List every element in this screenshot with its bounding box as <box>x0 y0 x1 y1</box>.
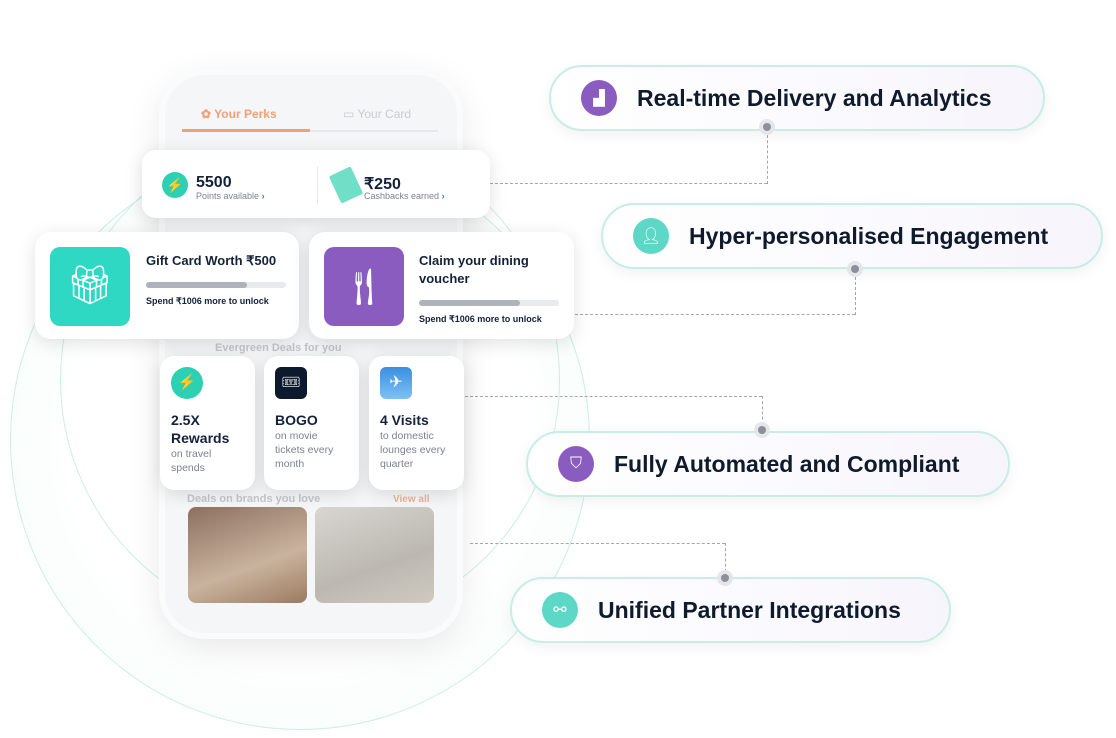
tab-your-perks[interactable]: ✿ Your Perks <box>201 107 277 121</box>
deal-title: BOGO <box>275 412 318 428</box>
fork-knife-icon: 🍴︎ <box>324 247 404 326</box>
airplane-icon: ✈ <box>380 367 412 399</box>
feature-label: Unified Partner Integrations <box>598 596 901 623</box>
deal-card[interactable]: ✈ 4 Visits to domestic lounges every qua… <box>369 356 464 490</box>
reward-card-gift[interactable]: 🎁︎ Gift Card Worth ₹500 Spend ₹1006 more… <box>35 232 299 339</box>
reward-title: Gift Card Worth ₹500 <box>146 253 277 268</box>
deal-title: 4 Visits <box>380 412 429 428</box>
feature-label: Hyper-personalised Engagement <box>689 222 1049 249</box>
deal-subtitle: on movie tickets every month <box>275 430 334 470</box>
lightning-icon: ⚡ <box>162 172 188 198</box>
connector-line <box>575 314 855 315</box>
shield-search-icon: ⛉ <box>558 446 594 482</box>
connector-line <box>490 183 767 184</box>
brand-image-furniture[interactable] <box>315 507 434 603</box>
reward-title: Claim your dining voucher <box>419 253 529 286</box>
points-value: 5500 <box>196 174 232 191</box>
section-title-evergreen: Evergreen Deals for you <box>215 342 342 354</box>
deal-title: 2.5X Rewards <box>171 412 230 446</box>
brand-image-coffee[interactable] <box>188 507 307 603</box>
connector-line <box>725 543 726 577</box>
cashback-link[interactable]: Cashbacks earned › <box>364 191 445 201</box>
stats-card: ⚡ 5500 Points available › ₹250 Cashbacks… <box>142 150 490 218</box>
deal-card[interactable]: 🎟︎ BOGO on movie tickets every month <box>264 356 359 490</box>
divider <box>317 166 318 204</box>
feature-pill-integrations: ⚯ Unified Partner Integrations <box>510 577 951 643</box>
user-icon: 👤︎ <box>633 218 669 254</box>
plug-icon: ⚯ <box>542 592 578 628</box>
reward-progress <box>146 282 286 288</box>
tab-divider <box>310 130 438 132</box>
reward-note: Spend ₹1006 more to unlock <box>419 314 542 324</box>
connector-dot <box>717 570 733 586</box>
deal-subtitle: on travel spends <box>171 448 212 474</box>
ticket-icon: 🎟︎ <box>275 367 307 399</box>
connector-dot <box>847 261 863 277</box>
section-title-brands: Deals on brands you love <box>187 493 321 505</box>
feature-label: Real-time Delivery and Analytics <box>637 84 992 111</box>
cashback-label: Cashbacks earned <box>364 191 440 201</box>
connector-line <box>470 543 725 544</box>
deal-subtitle: to domestic lounges every quarter <box>380 430 446 470</box>
view-all-link[interactable]: View all <box>393 494 430 505</box>
progress-fill <box>146 282 247 288</box>
feature-pill-engagement: 👤︎ Hyper-personalised Engagement <box>601 203 1103 269</box>
gift-icon: 🎁︎ <box>50 247 130 326</box>
connector-line <box>855 272 856 315</box>
progress-fill <box>419 300 520 306</box>
reward-note: Spend ₹1006 more to unlock <box>146 296 269 306</box>
active-tab-indicator <box>182 129 310 132</box>
connector-dot <box>759 119 775 135</box>
reward-card-dining[interactable]: 🍴︎ Claim your dining voucher Spend ₹1006… <box>309 232 574 339</box>
lightning-icon: ⚡ <box>171 367 203 399</box>
feature-pill-compliance: ⛉ Fully Automated and Compliant <box>526 431 1010 497</box>
connector-line <box>465 396 762 397</box>
connector-line <box>762 396 763 430</box>
tab-label: Your Perks <box>214 107 277 121</box>
points-label: Points available <box>196 191 260 201</box>
analytics-icon: ▟ <box>581 80 617 116</box>
points-link[interactable]: Points available › <box>196 191 265 201</box>
cash-icon <box>328 166 364 204</box>
feature-label: Fully Automated and Compliant <box>614 450 960 477</box>
tab-your-card[interactable]: ▭ Your Card <box>343 107 412 121</box>
connector-dot <box>754 422 770 438</box>
deal-card[interactable]: ⚡ 2.5X Rewards on travel spends <box>160 356 255 490</box>
tab-label: Your Card <box>357 107 412 121</box>
feature-pill-analytics: ▟ Real-time Delivery and Analytics <box>549 65 1045 131</box>
reward-progress <box>419 300 559 306</box>
connector-line <box>767 130 768 184</box>
cashback-value: ₹250 <box>364 176 401 193</box>
